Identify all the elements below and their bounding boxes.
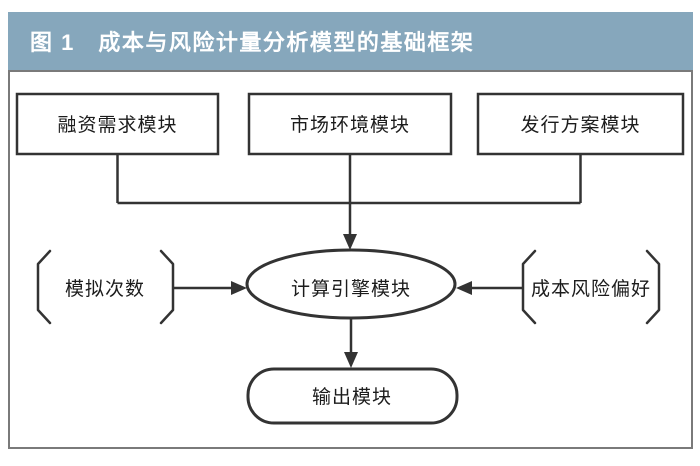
simulation-count-right-bracket [159,249,175,325]
cost-risk-preference-left-bracket [521,249,537,325]
figure-title-bar: 图 1 成本与风险计量分析模型的基础框架 [8,12,693,70]
output-module-box [246,367,459,425]
simulation-count-left-bracket [36,249,52,325]
issuance-plan-module-box [476,92,685,156]
issuance-plan-module-label: 发行方案模块 [520,114,640,136]
market-environment-module-label: 市场环境模块 [290,114,410,136]
cost-risk-preference-label: 成本风险偏好 [531,278,651,300]
arrowhead-into-engine-left [231,281,247,295]
output-module-label: 输出模块 [312,386,392,408]
financing-demand-module-box [15,92,220,156]
cost-risk-preference-right-bracket [645,249,661,325]
simulation-count-label: 模拟次数 [65,278,145,300]
arrowhead-into-output [344,352,358,368]
market-environment-module-box [247,92,453,156]
financing-demand-module-label: 融资需求模块 [57,114,177,136]
figure-title: 图 1 成本与风险计量分析模型的基础框架 [30,30,475,55]
arrowhead-into-engine-right [456,281,472,295]
arrowhead-into-engine-top [343,234,357,250]
calculation-engine-module-label: 计算引擎模块 [291,278,411,300]
